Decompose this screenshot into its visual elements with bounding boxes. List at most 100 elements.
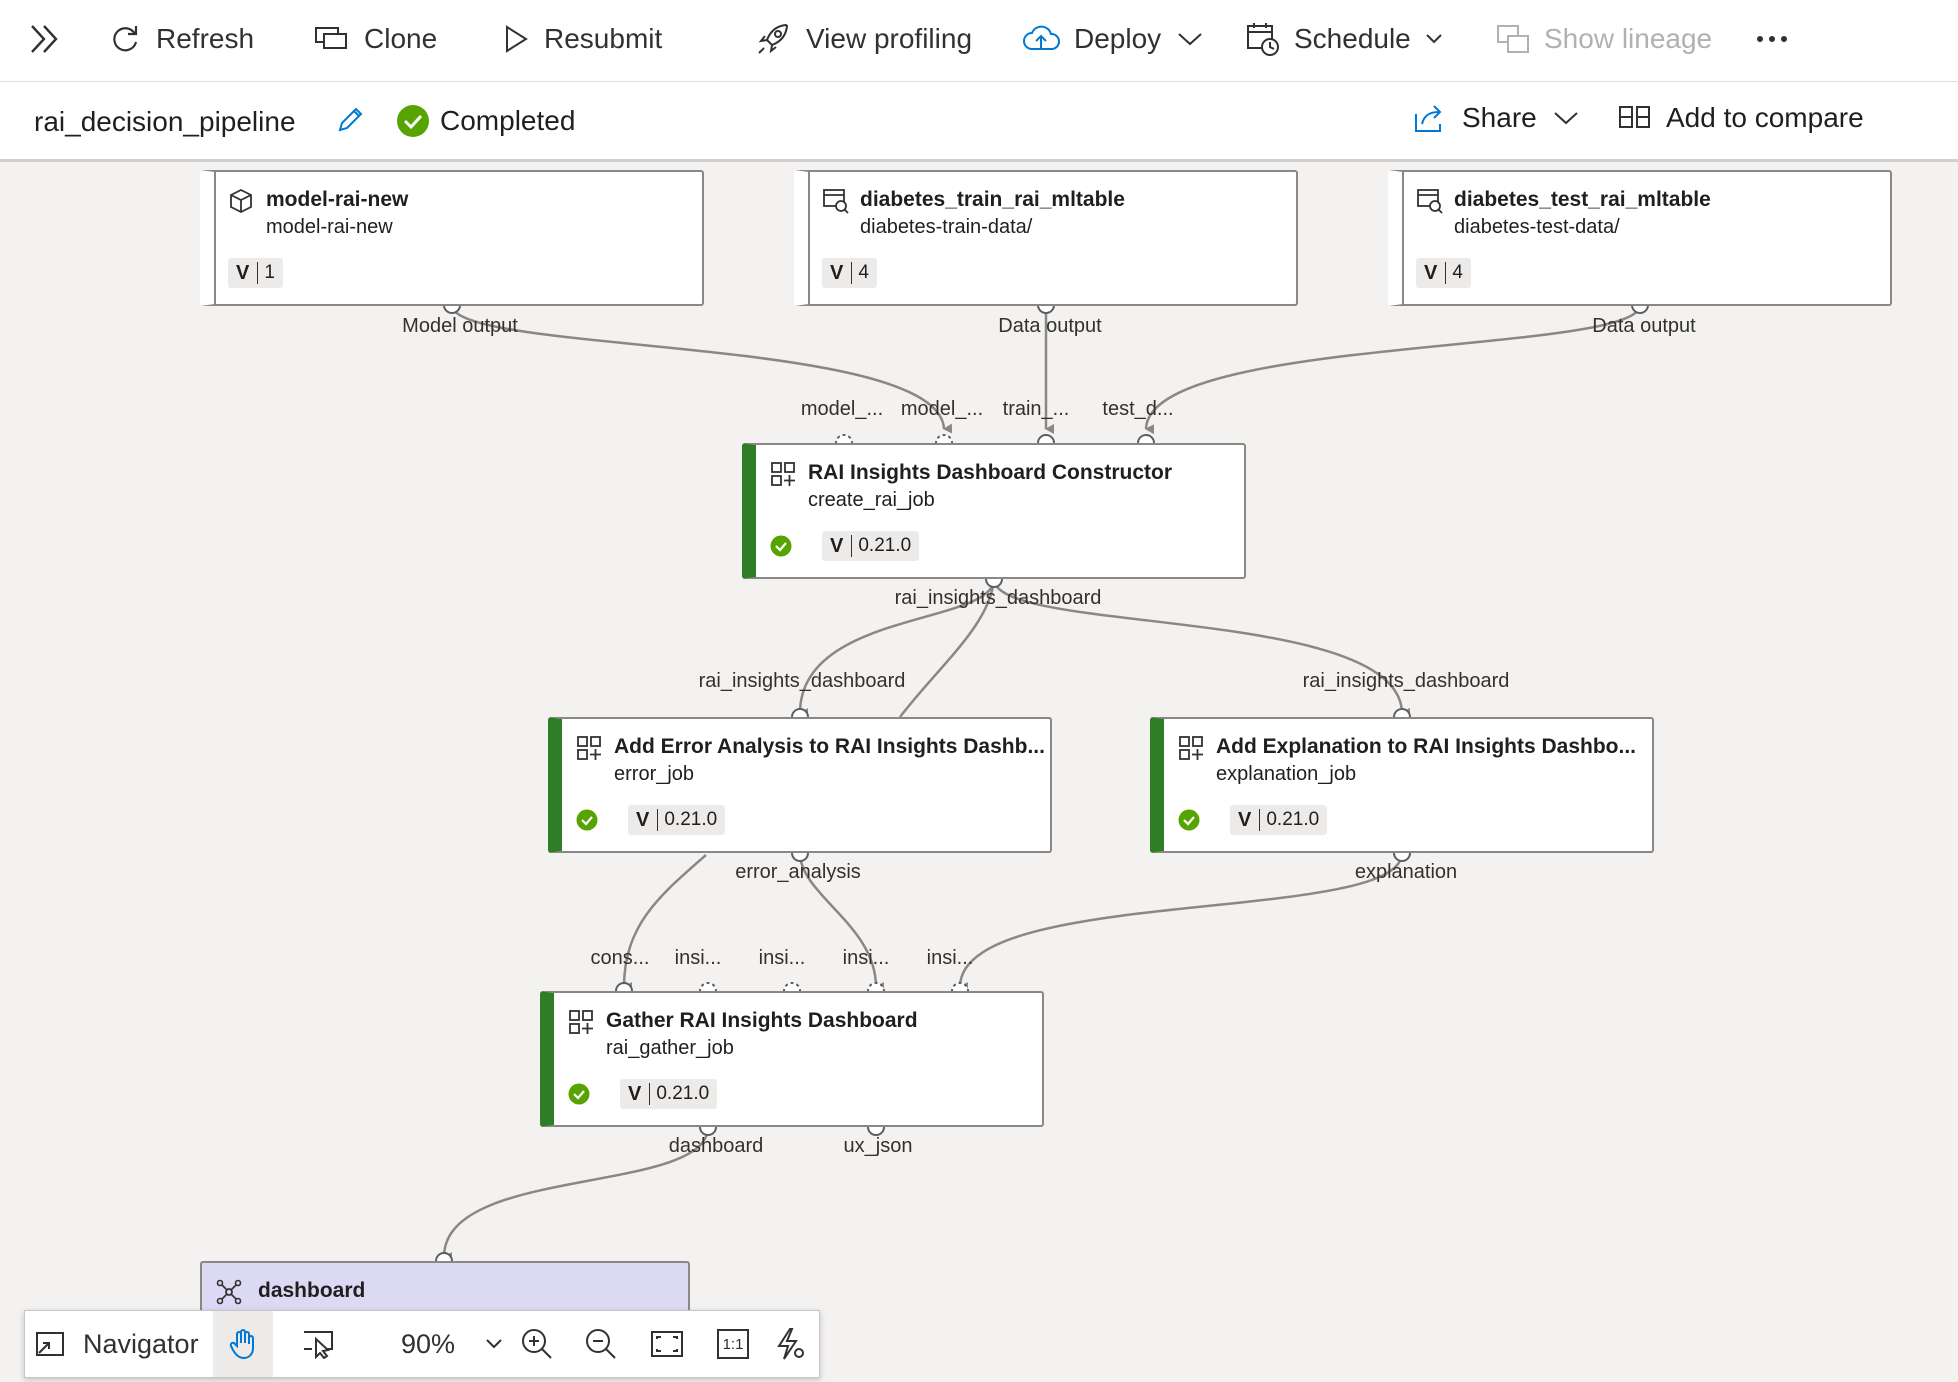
node-title: RAI Insights Dashboard Constructor [808, 461, 1173, 484]
component-icon [770, 461, 796, 492]
edge-constructor-continuation [899, 578, 996, 718]
node-subtitle: diabetes-test-data/ [1454, 216, 1620, 238]
chevron-down-icon [1554, 112, 1578, 125]
deploy-button[interactable]: Deploy [1022, 0, 1203, 78]
actual-size-button[interactable]: 1:1 [703, 1311, 763, 1377]
schedule-button[interactable]: Schedule [1246, 0, 1443, 78]
success-check-icon [576, 809, 598, 836]
pipeline-output-icon [216, 1279, 242, 1310]
check-circle-icon [397, 105, 429, 137]
model-cube-icon [228, 188, 254, 219]
navigator-toggle[interactable]: Navigator [35, 1311, 199, 1377]
actual-size-icon: 1:1 [717, 1329, 749, 1359]
refresh-button[interactable]: Refresh [108, 0, 254, 78]
port-label-gather-input-3: insi... [758, 947, 806, 969]
zoom-level-dropdown[interactable]: 90% [375, 1311, 503, 1377]
port-label-train-output: Data output [998, 315, 1102, 337]
pipeline-name: rai_decision_pipeline [34, 106, 296, 137]
node-subtitle: explanation_job [1216, 763, 1357, 785]
lineage-icon [1496, 23, 1530, 55]
clone-icon [314, 24, 350, 54]
success-check-icon [770, 535, 792, 562]
node-explanation[interactable]: Add Explanation to RAI Insights Dashbo..… [1150, 717, 1654, 853]
node-title: diabetes_train_rai_mltable [860, 188, 1125, 211]
port-label-explanation-input: rai_insights_dashboard [1302, 670, 1510, 692]
node-subtitle: error_job [614, 763, 695, 785]
hand-icon [229, 1329, 254, 1360]
clone-button[interactable]: Clone [314, 0, 437, 78]
port-label-constructor-input-4: test_d... [1102, 398, 1174, 420]
node-title: Add Explanation to RAI Insights Dashbo..… [1216, 735, 1637, 758]
play-icon [502, 24, 530, 54]
chevron-down-icon [1426, 34, 1442, 44]
view-profiling-button[interactable]: View profiling [756, 0, 972, 78]
add-to-compare-label: Add to compare [1666, 102, 1864, 133]
add-to-compare-button[interactable]: Add to compare [1618, 102, 1864, 134]
node-title: Add Error Analysis to RAI Insights Dashb… [614, 735, 1045, 758]
deploy-label: Deploy [1074, 23, 1162, 54]
share-button[interactable]: Share [1412, 102, 1579, 134]
port-label-gather-input-1: cons... [590, 947, 650, 969]
node-subtitle: diabetes-train-data/ [860, 216, 1033, 238]
dataset-icon [822, 188, 850, 219]
node-diabetes-train[interactable]: diabetes_train_rai_mltable diabetes-trai… [794, 170, 1298, 306]
edge-explanation-to-gather [958, 852, 1404, 993]
zoom-in-icon [522, 1329, 552, 1359]
component-icon [568, 1009, 594, 1040]
node-error-analysis[interactable]: Add Error Analysis to RAI Insights Dashb… [548, 717, 1052, 853]
node-title: diabetes_test_rai_mltable [1454, 188, 1711, 211]
port-label-gather-input-4: insi... [842, 947, 890, 969]
share-label: Share [1462, 102, 1537, 133]
node-subtitle: create_rai_job [808, 489, 935, 511]
node-title: dashboard [258, 1279, 366, 1302]
auto-layout-button[interactable] [765, 1311, 815, 1377]
minimap-icon [36, 1332, 64, 1356]
zoom-level: 90% [401, 1328, 456, 1359]
port-label-constructor-input-3: train_... [1002, 398, 1070, 420]
node-gather-dashboard[interactable]: Gather RAI Insights Dashboard rai_gather… [540, 991, 1044, 1127]
navigator-toolbar: Navigator 90% 1:1 [24, 1310, 820, 1378]
fit-screen-icon [651, 1331, 683, 1357]
edge-constructor-to-error [798, 578, 996, 719]
pan-mode-button[interactable] [213, 1311, 273, 1377]
clone-label: Clone [364, 23, 438, 54]
schedule-label: Schedule [1294, 23, 1411, 54]
zoom-out-button[interactable] [573, 1311, 629, 1377]
fit-to-screen-button[interactable] [637, 1311, 697, 1377]
resubmit-label: Resubmit [544, 23, 663, 54]
edge-gather-to-dashboard [442, 1126, 710, 1263]
expand-panel-button[interactable] [28, 0, 62, 78]
component-icon [1178, 735, 1204, 766]
resubmit-button[interactable]: Resubmit [502, 0, 662, 78]
share-icon [1415, 105, 1442, 132]
edge-test-to-constructor [1144, 304, 1642, 435]
navigator-label: Navigator [83, 1328, 199, 1359]
view-profiling-label: View profiling [806, 23, 973, 54]
edge-error-to-gather [798, 852, 885, 992]
zoom-in-button[interactable] [509, 1311, 565, 1377]
port-label-error-input: rai_insights_dashboard [698, 670, 906, 692]
component-icon [576, 735, 602, 766]
port-label-error-output: error_analysis [735, 861, 861, 883]
node-diabetes-test[interactable]: diabetes_test_rai_mltable diabetes-test-… [1388, 170, 1892, 306]
command-bar: Refresh Clone Resubmit View profiling De… [0, 0, 1958, 82]
port-label-gather-input-5: insi... [926, 947, 974, 969]
more-icon [1757, 36, 1787, 42]
show-lineage-label: Show lineage [1544, 23, 1713, 54]
double-chevron-right-icon [31, 25, 58, 53]
chevron-down-icon [1178, 33, 1202, 46]
select-mode-button[interactable] [289, 1311, 349, 1377]
status-text: Completed [440, 105, 576, 136]
edit-name-button[interactable] [334, 104, 366, 141]
show-lineage-button[interactable]: Show lineage [1496, 0, 1712, 78]
node-rai-dashboard-constructor[interactable]: RAI Insights Dashboard Constructor creat… [742, 443, 1246, 579]
more-actions-button[interactable] [1756, 0, 1788, 78]
